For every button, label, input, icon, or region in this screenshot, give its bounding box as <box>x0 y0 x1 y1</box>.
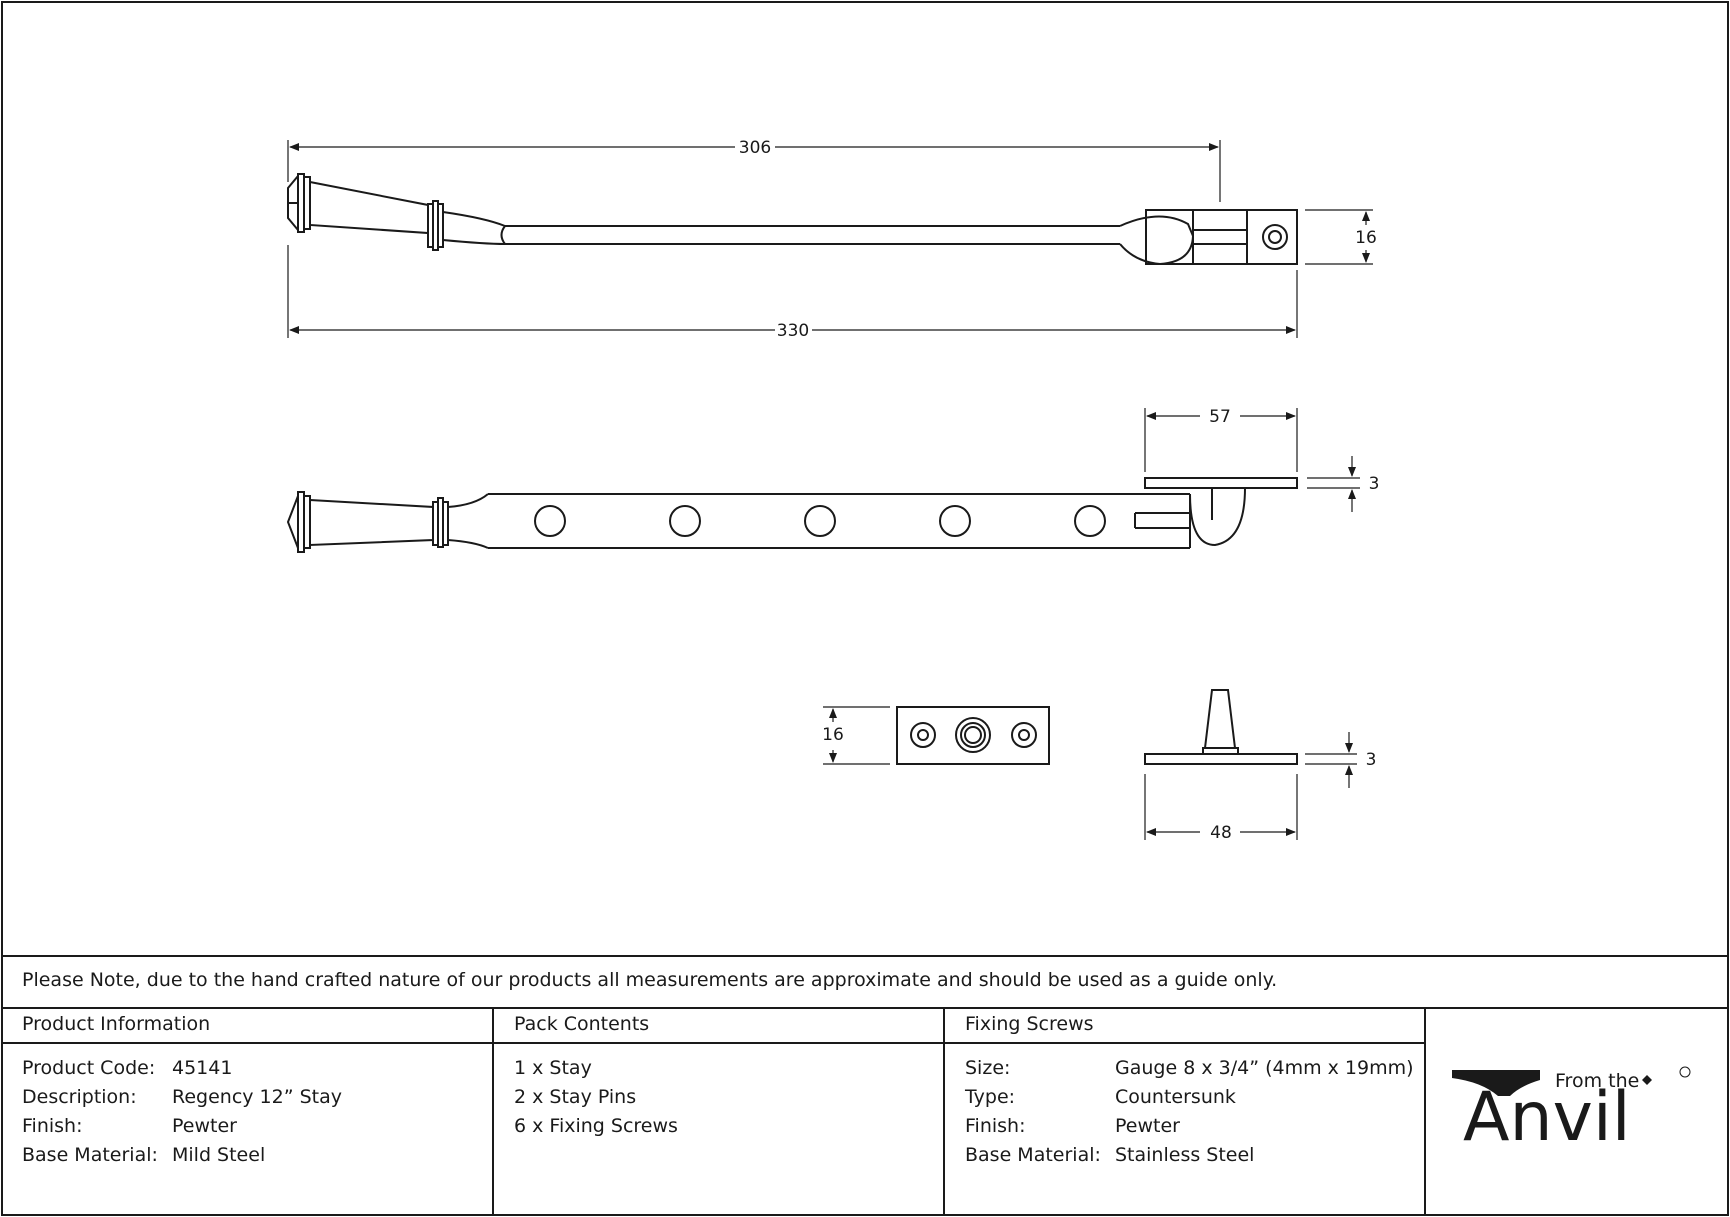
dim-16-pin-label: 16 <box>822 725 844 745</box>
dim-3-side-label: 3 <box>1369 474 1380 494</box>
registered-icon <box>1679 1066 1691 1078</box>
logo-small-text: From the <box>1555 1070 1639 1092</box>
row-label: Product Code: <box>22 1057 156 1079</box>
dim-57-label: 57 <box>1209 407 1231 427</box>
row-label: Size: <box>965 1057 1011 1079</box>
table-row: Finish: Pewter <box>22 1112 342 1141</box>
table-row: Type: Countersunk <box>965 1083 1414 1112</box>
product-information-header: Product Information <box>22 1013 211 1035</box>
list-item: 1 x Stay <box>514 1057 592 1079</box>
anvil-icon <box>1452 1070 1540 1096</box>
top-view-dimensions <box>287 140 1373 338</box>
table-row: Product Code: 45141 <box>22 1054 342 1083</box>
logo-large-text: Anvil <box>1463 1078 1631 1157</box>
dim-3-pin-label: 3 <box>1366 750 1377 770</box>
row-label: Base Material: <box>965 1144 1101 1166</box>
row-value: Regency 12” Stay <box>172 1086 343 1108</box>
stay-top-view <box>287 173 1298 266</box>
dim-306-label: 306 <box>739 138 771 158</box>
list-item: 6 x Fixing Screws <box>514 1115 678 1137</box>
row-value: Pewter <box>172 1115 237 1137</box>
fixing-screws-header: Fixing Screws <box>965 1013 1094 1035</box>
row-value: Pewter <box>1115 1115 1180 1137</box>
table-row: Base Material: Mild Steel <box>22 1141 342 1170</box>
table-row: Description: Regency 12” Stay <box>22 1083 342 1112</box>
pin-side-dimensions <box>1144 732 1357 840</box>
row-value: Gauge 8 x 3/4” (4mm x 19mm) <box>1115 1057 1414 1079</box>
row-label: Description: <box>22 1086 137 1108</box>
row-label: Finish: <box>965 1115 1026 1137</box>
stay-pin-plate-side <box>1144 689 1298 765</box>
fixing-screws-table: Size: Gauge 8 x 3/4” (4mm x 19mm) Type: Co… <box>965 1054 1414 1170</box>
row-value: Mild Steel <box>172 1144 266 1166</box>
diamond-icon <box>1642 1075 1652 1085</box>
table-row: Finish: Pewter <box>965 1112 1414 1141</box>
dim-48-label: 48 <box>1210 823 1232 843</box>
dim-330-label: 330 <box>777 321 809 341</box>
row-label: Type: <box>965 1086 1016 1108</box>
row-label: Base Material: <box>22 1144 158 1166</box>
disclaimer-note: Please Note, due to the hand crafted nat… <box>22 969 1278 991</box>
side-view-dimensions <box>1144 408 1360 512</box>
row-label: Finish: <box>22 1115 83 1137</box>
pack-contents-header: Pack Contents <box>514 1013 650 1035</box>
dim-16-top-label: 16 <box>1355 228 1377 248</box>
stay-side-view <box>286 477 1298 553</box>
row-value: Countersunk <box>1115 1086 1236 1108</box>
row-value: Stainless Steel <box>1115 1144 1255 1166</box>
list-item: 2 x Stay Pins <box>514 1086 637 1108</box>
row-value: 45141 <box>172 1057 233 1079</box>
product-information-table: Product Code: 45141 Description: Regency 1… <box>22 1054 342 1170</box>
pack-contents-list: 1 x Stay 2 x Stay Pins 6 x Fixing Screws <box>514 1054 678 1141</box>
table-row: Base Material: Stainless Steel <box>965 1141 1414 1170</box>
table-row: Size: Gauge 8 x 3/4” (4mm x 19mm) <box>965 1054 1414 1083</box>
stay-pin-plate-top <box>896 706 1050 765</box>
pin-plate-dimensions <box>823 706 890 765</box>
anvil-logo: From the Anvil <box>1452 1066 1691 1157</box>
